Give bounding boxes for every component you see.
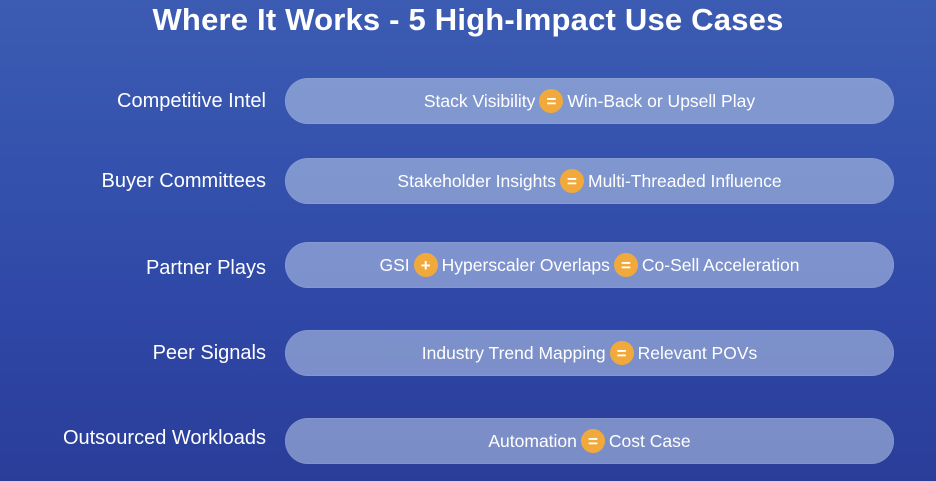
slide-title: Where It Works - 5 High-Impact Use Cases bbox=[152, 2, 784, 37]
pill-text: Win-Back or Upsell Play bbox=[567, 90, 756, 111]
plus-badge-icon: + bbox=[413, 253, 438, 277]
use-case-pill: Industry Trend Mapping = Relevant POVs bbox=[285, 330, 894, 376]
equals-badge-icon: = bbox=[580, 429, 605, 453]
use-case-pill: Automation = Cost Case bbox=[285, 418, 894, 464]
pill-text: Hyperscaler Overlaps bbox=[441, 254, 610, 275]
pill-text: Industry Trend Mapping bbox=[421, 342, 606, 363]
pill-text: Co-Sell Acceleration bbox=[641, 254, 800, 275]
use-case-pill: Stack Visibility = Win-Back or Upsell Pl… bbox=[285, 78, 894, 124]
use-case-label: Outsourced Workloads bbox=[62, 427, 266, 449]
equals-badge-icon: = bbox=[539, 89, 564, 113]
use-case-label: Competitive Intel bbox=[117, 90, 266, 112]
pill-text: Relevant POVs bbox=[637, 342, 758, 363]
pill-text: Stakeholder Insights bbox=[397, 170, 556, 191]
equals-badge-icon: = bbox=[613, 253, 638, 277]
pill-text: Multi-Threaded Influence bbox=[588, 170, 782, 191]
use-case-pill: Stakeholder Insights = Multi-Threaded In… bbox=[285, 158, 894, 204]
use-case-pill: GSI + Hyperscaler Overlaps = Co-Sell Acc… bbox=[285, 242, 894, 288]
pill-text: Stack Visibility bbox=[423, 90, 536, 111]
use-case-label: Partner Plays bbox=[145, 257, 266, 279]
use-case-label: Buyer Committees bbox=[101, 170, 267, 192]
pill-text: Cost Case bbox=[608, 430, 691, 451]
pill-text: GSI bbox=[379, 254, 410, 275]
pill-text: Automation bbox=[488, 430, 577, 451]
use-case-label: Peer Signals bbox=[152, 342, 266, 364]
equals-badge-icon: = bbox=[609, 341, 634, 365]
equals-badge-icon: = bbox=[560, 169, 584, 193]
